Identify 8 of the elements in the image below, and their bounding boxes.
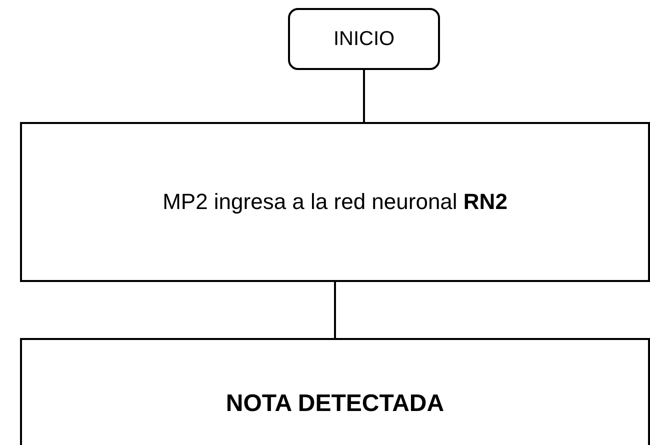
node-text: INICIO xyxy=(333,28,395,50)
process-box xyxy=(20,122,650,282)
connector-line xyxy=(363,70,365,122)
node-text: MP2 ingresa a la red neuronal RN2 xyxy=(162,189,508,215)
process-box xyxy=(20,338,650,445)
terminal-box xyxy=(288,8,440,70)
node-text: NOTA DETECTADA xyxy=(226,390,444,418)
connector-line xyxy=(334,282,336,338)
